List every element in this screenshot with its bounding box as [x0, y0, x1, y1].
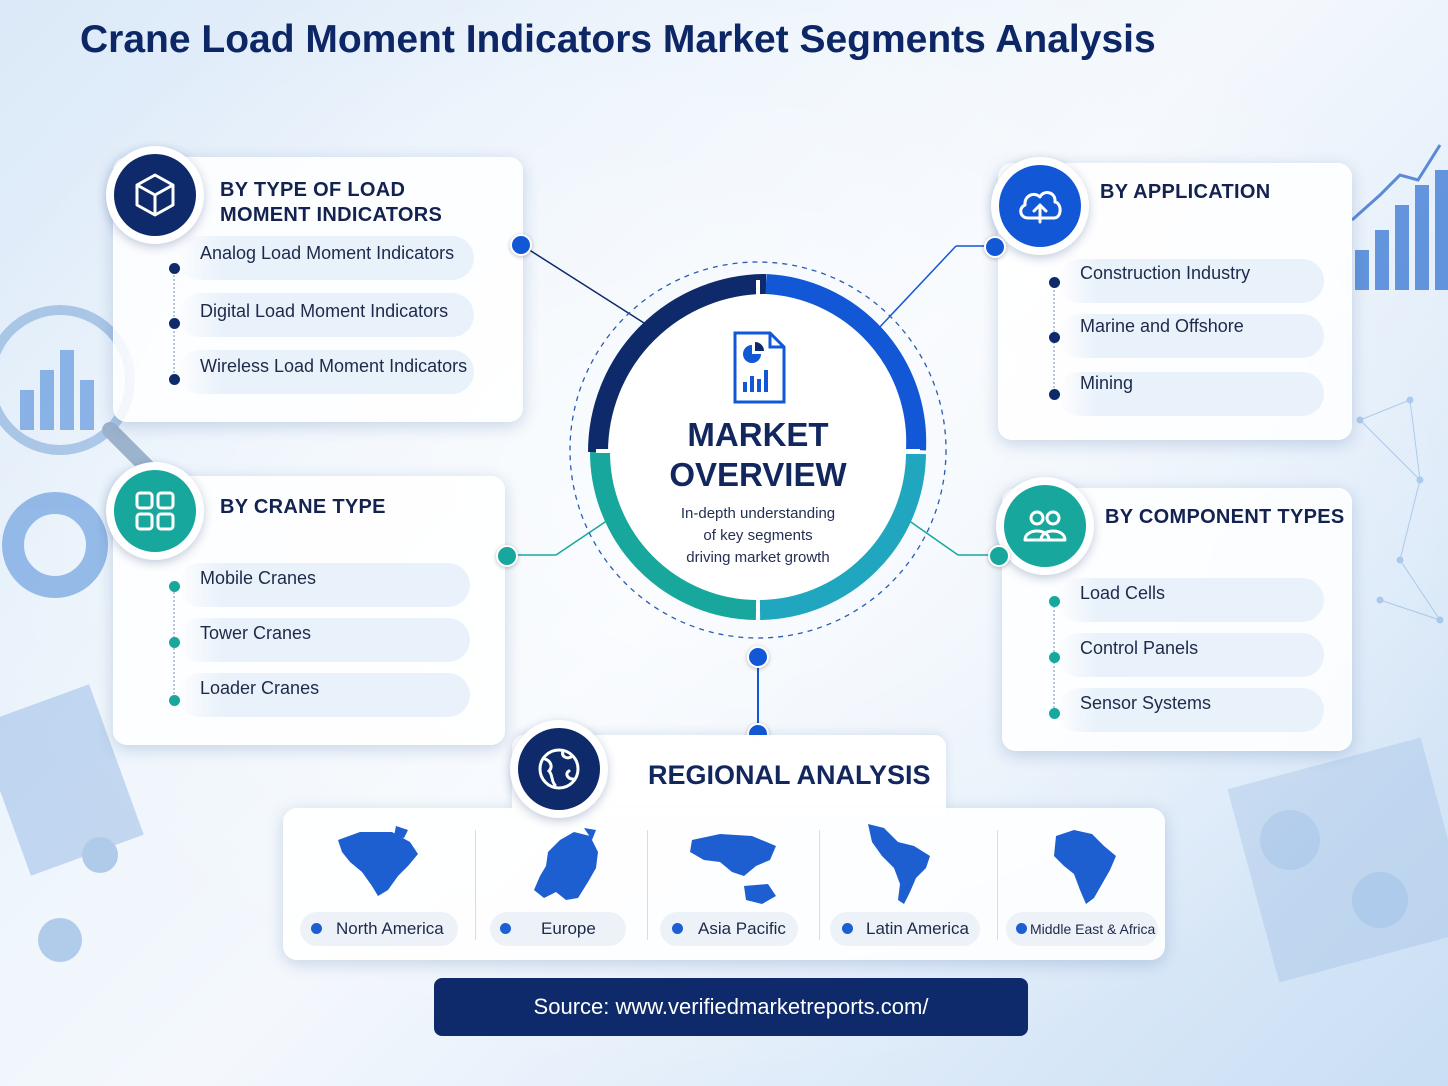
bullet — [169, 637, 180, 648]
bullet — [500, 923, 511, 934]
bullet — [672, 923, 683, 934]
list-item — [1058, 578, 1324, 622]
list-item — [1058, 314, 1324, 358]
center-title-line1: MARKET — [687, 416, 829, 453]
report-document-icon — [733, 331, 786, 404]
segment-item: Control Panels — [1080, 638, 1199, 658]
divider — [819, 830, 820, 940]
list-item — [178, 293, 474, 337]
segment-item: Wireless Load Moment Indicators — [200, 356, 468, 376]
region-label: Asia Pacific — [698, 919, 786, 938]
region-label: Middle East & Africa — [1030, 921, 1156, 937]
divider — [647, 830, 648, 940]
segment-item: Mobile Cranes — [200, 568, 317, 588]
center-title-line2: OVERVIEW — [669, 456, 847, 493]
cube-icon — [135, 173, 175, 217]
source-banner: Source: www.verifiedmarketreports.com/ — [434, 978, 1028, 1036]
bullet — [1049, 332, 1060, 343]
bullet — [1049, 596, 1060, 607]
bullet — [169, 374, 180, 385]
segment-heading-crane: BY CRANE TYPE — [220, 496, 386, 518]
region-label: North America — [336, 919, 444, 938]
bullet — [169, 263, 180, 274]
segment-item: Digital Load Moment Indicators — [200, 301, 449, 321]
segment-badge-application — [991, 157, 1089, 255]
segment-heading-type: BY TYPE OF LOAD MOMENT INDICATORS — [220, 179, 443, 226]
segment-item: Construction Industry — [1080, 263, 1251, 283]
region-label: Latin America — [866, 919, 969, 938]
divider — [475, 830, 476, 940]
bullet — [1016, 923, 1027, 934]
segment-item: Analog Load Moment Indicators — [200, 243, 455, 263]
globe-icon — [538, 748, 580, 790]
list-item — [178, 563, 470, 607]
bullet — [1049, 708, 1060, 719]
bullet — [842, 923, 853, 934]
segment-heading-application: BY APPLICATION — [1100, 181, 1271, 203]
grid-icon — [135, 491, 175, 531]
bullet — [311, 923, 322, 934]
segment-badge-type — [106, 146, 204, 244]
list-item — [178, 618, 470, 662]
connector-node — [747, 646, 769, 668]
bullet — [169, 581, 180, 592]
list-item — [178, 350, 474, 394]
regional-badge — [510, 720, 608, 818]
segment-item: Sensor Systems — [1080, 693, 1212, 713]
bullet — [169, 695, 180, 706]
region-pill — [830, 912, 980, 946]
segment-badge-component — [996, 477, 1094, 575]
segment-item: Load Cells — [1080, 583, 1166, 603]
center-subtitle: In-depth understanding of key segments d… — [680, 505, 836, 566]
list-item — [178, 673, 470, 717]
connector-node — [510, 234, 532, 256]
regional-heading: REGIONAL ANALYSIS — [648, 760, 931, 790]
bullet — [1049, 652, 1060, 663]
list-item — [178, 236, 474, 280]
bullet — [1049, 389, 1060, 400]
segment-heading-component: BY COMPONENT TYPES — [1105, 506, 1345, 528]
segment-item: Tower Cranes — [200, 623, 312, 643]
region-label: Europe — [541, 919, 596, 938]
region-pill — [300, 912, 458, 946]
segment-item: Mining — [1080, 373, 1134, 393]
segment-badge-crane — [106, 462, 204, 560]
list-item — [1058, 633, 1324, 677]
connector-node — [984, 236, 1006, 258]
region-pill — [660, 912, 798, 946]
region-pill — [490, 912, 626, 946]
divider — [997, 830, 998, 940]
bullet — [1049, 277, 1060, 288]
connector-node — [988, 545, 1010, 567]
connector-node — [496, 545, 518, 567]
page-title: Crane Load Moment Indicators Market Segm… — [80, 18, 1156, 61]
users-icon — [1023, 510, 1067, 542]
segment-item: Loader Cranes — [200, 678, 320, 698]
bullet — [169, 318, 180, 329]
list-item — [1058, 259, 1324, 303]
list-item — [1058, 372, 1324, 416]
cloud-upload-icon — [1019, 191, 1062, 224]
region-pill — [1006, 912, 1158, 946]
segment-item: Marine and Offshore — [1080, 316, 1244, 336]
list-item — [1058, 688, 1324, 732]
